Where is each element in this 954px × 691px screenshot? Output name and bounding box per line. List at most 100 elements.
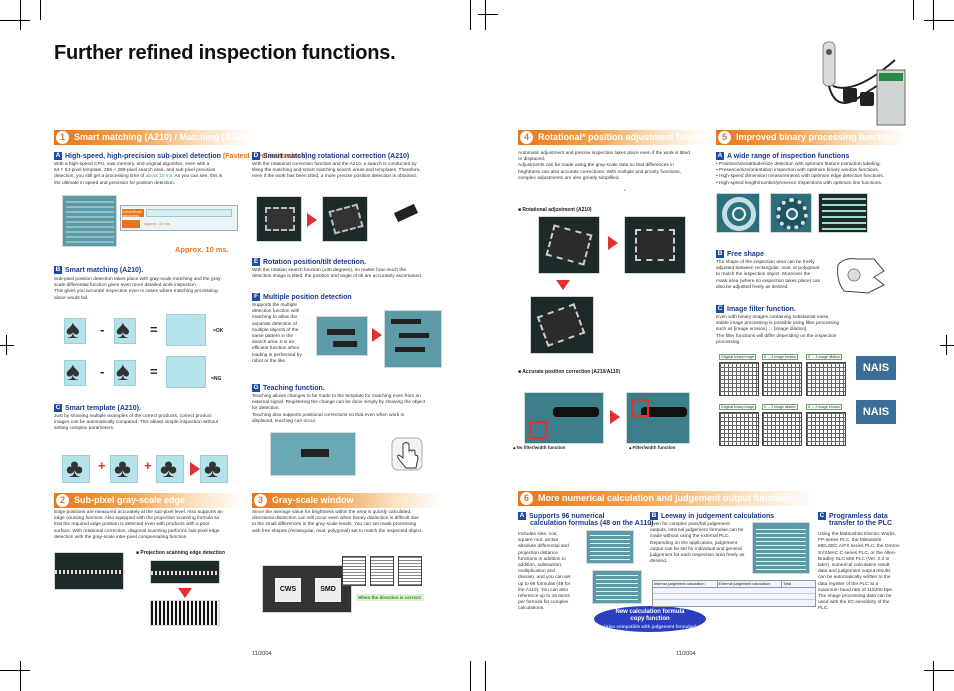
s6-b-line: output can be set for individual and gen… [650,546,742,552]
club-icon: ♣ [160,453,178,483]
s1-c-line2: images can be automatically compared. Th… [54,420,219,426]
s5-a-letter: A [716,152,724,160]
s1-b-heading-text: Smart matching (A210). [65,266,144,274]
club-icon: ♣ [114,453,132,483]
s6-c-line: later), numerical calculation result [818,563,890,569]
s5-chars-image [818,193,868,233]
table-header: Internal judgement calculation [653,581,718,587]
s1-f-text: Supports the multiple detection function… [252,303,316,365]
arrow-down-icon [556,280,570,290]
s1-b-letter: B [54,266,62,274]
filter-grid [762,362,802,396]
s1-f-line: separate detection of [252,321,297,327]
s4-label-filter: ▲Filter/width function [628,445,676,450]
s6-c-line: MELSEC A/FX series PLC, the Omron [818,544,900,550]
s1-a-chart-conv: Conventional instruments [121,210,142,218]
s1-f-image-1 [316,316,368,356]
s1-e-line1: With the rotation search function (±30 d… [252,268,407,273]
s1-e-text: With the rotation search function (±30 d… [252,268,442,280]
s6-a-line: reference up to 16 items [518,594,570,600]
nais-logo-image: NAIS [856,400,896,424]
s6-c-line: data register of the PLC at a [818,581,878,587]
spade-icon: ♠ [116,314,130,344]
club-bg [156,455,184,483]
s1-e-letter: E [252,258,260,266]
s1-g-line2: external signal. Registering the change … [252,400,426,406]
s1-a-line1: With a high-speed CPU, vast memory, and … [54,162,210,167]
s3-image-left: CWS SMD [262,565,352,613]
s4-line4: brightness can also accurate corrections… [518,169,681,175]
section-1-number: 1 [56,131,69,144]
section-2-title: Sub-pixel gray-scale edge [74,495,186,505]
s6-a-line: multiplication and [518,569,556,575]
s5-c-text: Even with binary images containing subst… [716,315,856,346]
s6-b-line: Depending on the application, judgement [650,540,738,546]
filter-tag: Original binary image [719,404,757,410]
s5-a-bullets: • Position/size/attitude/size detection … [716,162,916,187]
filter-grid [762,412,802,446]
page-title: Further refined inspection functions. [54,42,396,64]
arrow-down-icon [178,588,192,598]
s1-g-line5: displaced, teaching can occur. [252,418,317,424]
footer-right: 11/2004 [676,651,696,657]
s1-f-line: detection function with [252,309,300,315]
s6-c-line: The image processing data can be [818,594,892,600]
section-4-number: 4 [520,131,533,144]
section-3-number: 3 [254,494,267,507]
plus-icon: + [144,458,152,473]
s6-a-text: Includes sine, cos, square root, arctan … [518,532,584,613]
ok-label: =OK [213,328,224,334]
s4-text: Automatic adjustment and precise inspect… [518,151,708,182]
s4-caption-2: ■ Accurate position correction (A210/A11… [518,369,621,375]
s5-c-line: such as [image erosion] → [image dilatio… [716,327,808,333]
s1-f-heading-text: Multiple position detection [263,293,352,301]
s1-b-text: Sub-pixel position detection takes place… [54,277,244,302]
s2-image-right-bottom [150,600,220,626]
filter-tag: Original binary image [719,354,757,360]
s4-line2: or displaced. [518,157,546,163]
section-2-number: 2 [56,494,69,507]
nais-logo-image: NAIS [856,356,896,380]
s4-line1: Automatic adjustment and precise inspect… [518,151,690,156]
s6-b-line: Even for complex pass/fail judgement [650,522,730,527]
s6-b-text: Even for complex pass/fail judgement out… [650,522,750,565]
minus-icon: - [100,364,105,379]
s4-image-5 [626,392,690,444]
s6-b-line: outputs, internal judgement formulae can… [650,528,744,534]
s6-c-line: maximum baud rate of 115200 bps. [818,587,894,593]
s5-a-bullet: • Presence/size/orientation inspection w… [716,168,879,174]
s1-a-screen [62,195,117,247]
s1-c-line1: Just by showing multiple examples of the… [54,414,212,419]
section-5-title: Improved binary processing function [736,132,895,142]
s5-b-line: also be adjusted freely as desired. [716,284,789,290]
s4-line3: Adjustments can be made using the gray-s… [518,163,674,169]
s2-line4: surface. With rotational correction, dia… [54,528,220,534]
s5-a-bullet: • High-speed dimension measurements with… [716,174,885,180]
s4-note: * [624,188,626,193]
s1-g-line1: Teaching allows changes to be made to th… [252,394,421,399]
filter-grid [806,412,846,446]
s6-c-line: used with the I/O sensitivity of the [818,600,890,606]
arrow-right-icon [190,462,200,476]
s1-e-heading-text: Rotation position/tilt detection. [263,258,367,266]
equals-icon: = [150,364,158,379]
s1-d-line3: even if the work has been tilted, a more… [252,174,418,180]
callout-line-2: copy function [630,616,670,622]
s1-a-heading-hl: (Fastest level in its class) [222,152,308,160]
minus-icon: - [100,322,105,337]
s3-line4: with free shapes (rectangular, oval, pol… [252,528,423,534]
s4-image-3 [530,296,594,354]
s1-f-line: search area. It is an [252,340,295,346]
calculation-copy-callout: New calculation formula copy function (A… [594,606,706,632]
table-header: External judgement calculation [718,581,783,587]
s2-caption: ■ Projection scanning edge detection [136,550,225,556]
s6-a-line: addition, subtraction, [518,563,563,569]
result-box-ok [166,314,206,346]
s1-g-line4: Teaching also supports positional correc… [252,412,404,418]
s3-line2: directional distinction can still occur … [252,516,419,522]
